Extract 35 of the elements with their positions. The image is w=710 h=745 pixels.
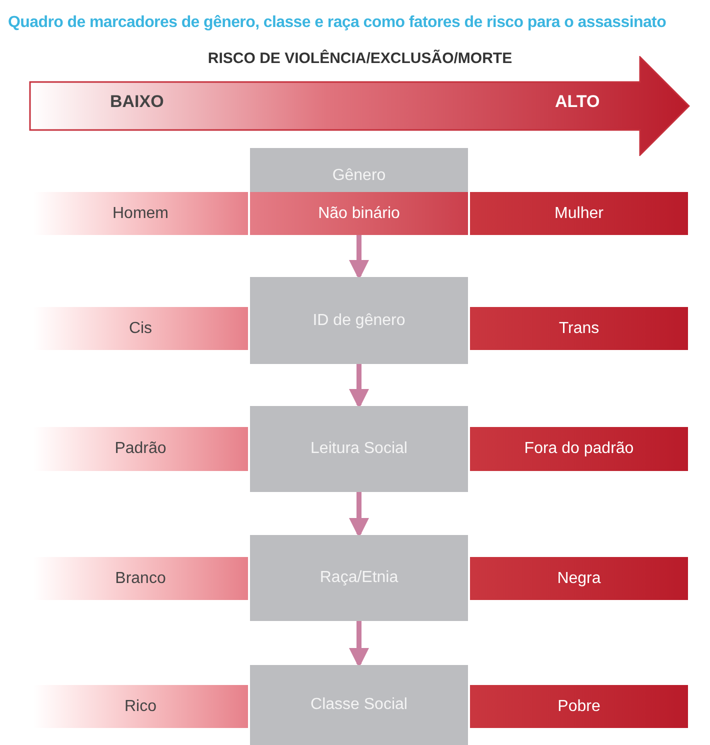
category-label: Classe Social [310, 695, 408, 715]
high-label: ALTO [555, 93, 600, 110]
scale-heading: RISCO DE VIOLÊNCIA/EXCLUSÃO/MORTE [206, 48, 514, 69]
bar-label: Pobre [558, 696, 600, 716]
category-label: ID de gênero [312, 310, 406, 330]
arrow [349, 621, 369, 668]
high-risk-bar [470, 307, 688, 350]
category-label: Leitura Social [310, 439, 408, 459]
high-risk-bar [470, 192, 688, 235]
arrow [349, 492, 369, 538]
bar-label: Homem [112, 204, 168, 224]
category-box [250, 665, 468, 745]
high-risk-bar [470, 557, 688, 600]
diagram-title: Quadro de marcadores de gênero, classe e raça como fatores de risco para o assassinato [8, 13, 666, 33]
bar-label: Padrão [114, 439, 166, 459]
high-risk-bar [470, 427, 688, 471]
category-box [250, 148, 468, 235]
bar-label: Negra [557, 568, 601, 588]
category-box [250, 535, 468, 621]
bar-label: Fora do padrão [524, 439, 634, 459]
bar-label: Trans [558, 318, 600, 338]
bar-label: Rico [124, 696, 156, 716]
category-box [250, 406, 468, 492]
category-label: Raça/Etnia [320, 568, 398, 588]
bar-label: Mulher [554, 204, 604, 224]
category-box [250, 277, 468, 364]
middle-bar [250, 192, 468, 235]
bar-label: Branco [115, 568, 166, 588]
arrow [349, 364, 369, 409]
high-risk-bar [470, 685, 688, 728]
arrow [349, 235, 369, 280]
category-label: Gênero [332, 166, 386, 186]
low-label: BAIXO [110, 93, 164, 110]
bar-label: Cis [128, 318, 152, 338]
bar-label: Não binário [318, 204, 400, 224]
